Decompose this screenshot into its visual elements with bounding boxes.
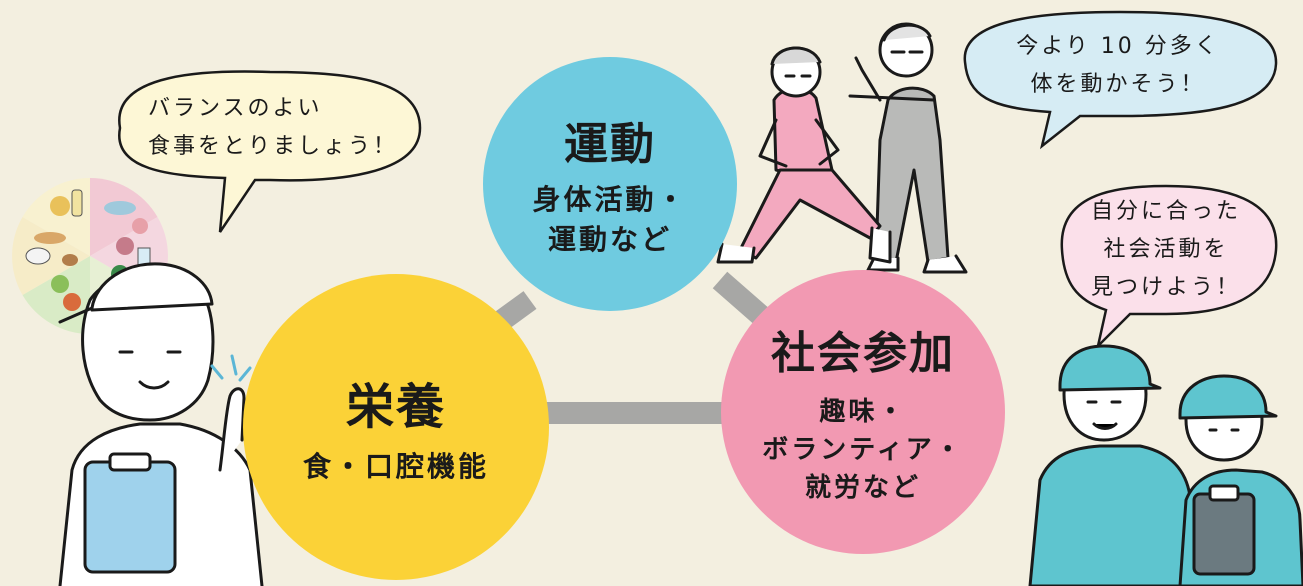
bubble-exercise-line-1: 今より 10 分多く (1016, 34, 1220, 59)
social-description: 趣味・ ボランティア・ 就労など (762, 393, 963, 507)
speech-bubble-nutrition-shape (118, 70, 422, 233)
exercise-title: 運動 (564, 119, 656, 170)
bubble-social-line-1: 自分に合った (1090, 199, 1241, 224)
speech-bubble-nutrition: バランスのよい 食事をとりましょう！ (112, 80, 422, 176)
nutrition-line-1: 食・口腔機能 (302, 450, 489, 483)
bubble-nutrition-line-2: 食事をとりましょう！ (148, 134, 399, 159)
bubble-exercise-line-2: 体を動かそう！ (1030, 72, 1206, 97)
exercise-description: 身体活動・ 運動など (532, 180, 687, 260)
volunteers-in-caps-icon (1028, 344, 1303, 586)
social-title: 社会参加 (771, 328, 955, 379)
exercise-line-2: 運動など (547, 223, 672, 256)
nutrition-description: 食・口腔機能 (303, 447, 489, 487)
bubble-social-line-3: 見つけよう！ (1090, 275, 1241, 300)
speech-bubble-social: 自分に合った 社会活動を 見つけよう！ (1056, 188, 1276, 312)
social-line-1: 趣味・ (819, 397, 907, 427)
social-line-3: 就労など (804, 473, 921, 503)
bubble-social-line-2: 社会活動を (1103, 237, 1229, 262)
nutrition-title: 栄養 (345, 379, 446, 435)
worker-with-clipboard-icon (58, 262, 264, 586)
speech-bubble-exercise-shape (963, 10, 1278, 150)
social-line-2: ボランティア・ (762, 435, 964, 465)
speech-bubble-exercise: 今より 10 分多く 体を動かそう！ (962, 14, 1274, 118)
nutrition-circle: 栄養 食・口腔機能 (243, 274, 549, 580)
social-circle: 社会参加 趣味・ ボランティア・ 就労など (721, 270, 1005, 554)
exercise-circle: 運動 身体活動・ 運動など (483, 57, 737, 311)
speech-bubble-social-shape (1060, 184, 1278, 350)
elderly-couple-stretching-icon (716, 22, 968, 274)
bubble-nutrition-line-1: バランスのよい (148, 96, 323, 121)
exercise-line-1: 身体活動・ (532, 183, 688, 216)
